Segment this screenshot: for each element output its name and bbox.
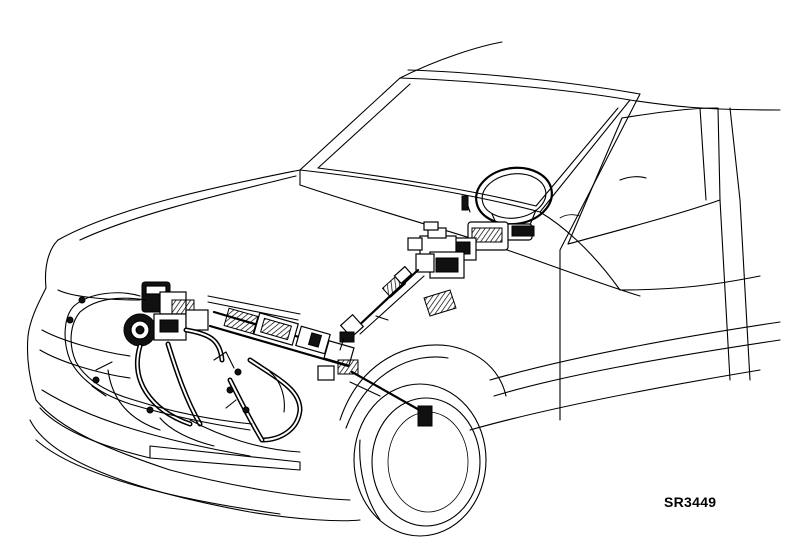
engine-components (107, 369, 301, 453)
steering-column (339, 195, 509, 343)
column-hardware (339, 315, 389, 351)
power-steering-pump (123, 281, 209, 347)
car-body-outline (26, 41, 781, 522)
steering-gear-rack (208, 307, 433, 427)
figure-reference-code: SR3449 (664, 494, 717, 510)
